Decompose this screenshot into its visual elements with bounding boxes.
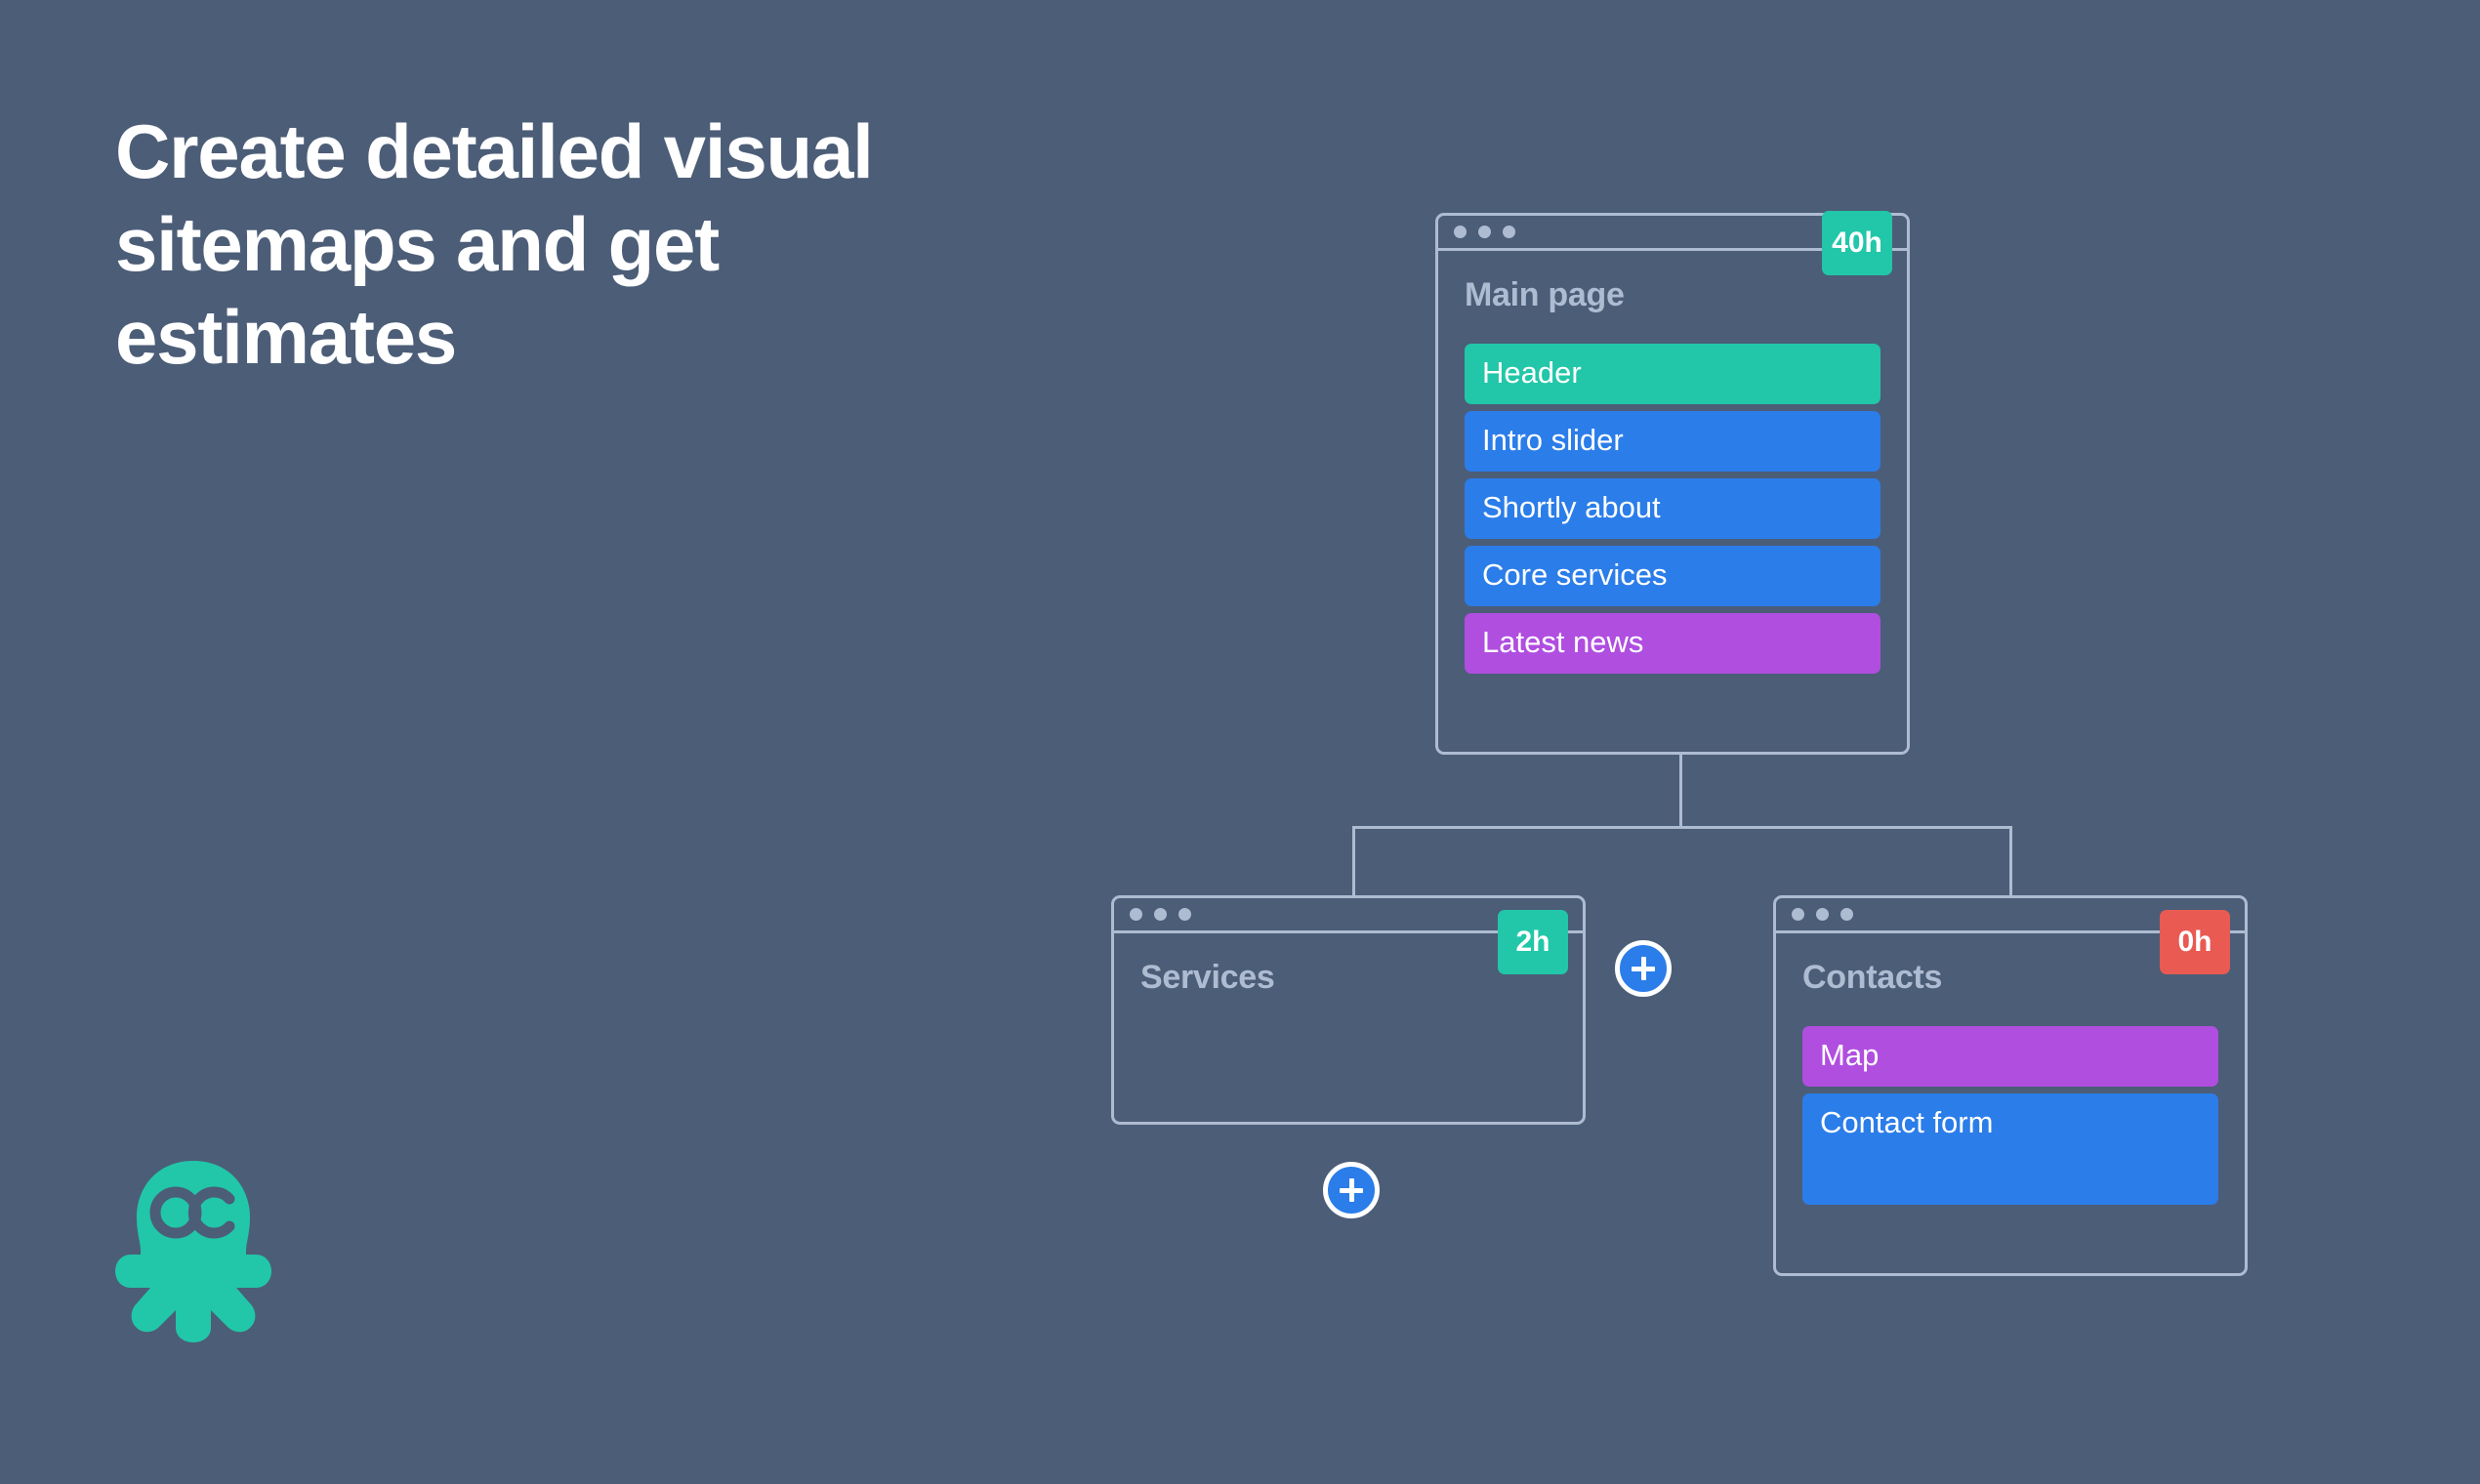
connector-trunk <box>1679 755 1682 829</box>
section-list: Header Intro slider Shortly about Core s… <box>1465 344 1881 674</box>
section-row[interactable]: Intro slider <box>1465 411 1881 472</box>
sitemap-node-services[interactable]: Services <box>1111 895 1586 1125</box>
connector-branch-services <box>1352 826 1355 897</box>
window-dot-icon <box>1503 226 1515 238</box>
headline-line-2: sitemaps and get <box>115 201 720 288</box>
window-dot-icon <box>1454 226 1467 238</box>
section-row[interactable]: Header <box>1465 344 1881 404</box>
estimate-badge-main-page: 40h <box>1822 211 1892 275</box>
window-dot-icon <box>1478 226 1491 238</box>
window-dot-icon <box>1792 908 1804 921</box>
section-row[interactable]: Latest news <box>1465 613 1881 674</box>
node-title: Services <box>1140 959 1275 996</box>
sitemap-node-contacts[interactable]: Contacts Map Contact form <box>1773 895 2248 1276</box>
estimate-badge-label: 0h <box>2177 926 2212 958</box>
estimate-badge-label: 40h <box>1832 227 1882 259</box>
add-child-page-button[interactable] <box>1323 1162 1380 1218</box>
card-titlebar <box>1114 898 1583 933</box>
card-titlebar <box>1438 216 1907 251</box>
window-dot-icon <box>1178 908 1191 921</box>
card-body: Main page Header Intro slider Shortly ab… <box>1438 251 1907 752</box>
window-dot-icon <box>1840 908 1853 921</box>
window-dot-icon <box>1130 908 1142 921</box>
plus-icon <box>1348 1178 1354 1202</box>
headline-line-1: Create detailed visual <box>115 108 874 194</box>
estimate-badge-contacts: 0h <box>2160 910 2230 974</box>
plus-icon <box>1640 957 1646 980</box>
card-body: Services <box>1114 933 1583 1122</box>
octopus-logo <box>115 1157 271 1342</box>
section-list: Map Contact form <box>1802 1026 2218 1205</box>
estimate-badge-services: 2h <box>1498 910 1568 974</box>
card-body: Contacts Map Contact form <box>1776 933 2245 1273</box>
connector-bus <box>1352 826 2012 829</box>
estimate-badge-label: 2h <box>1515 926 1550 958</box>
sitemap-node-main-page[interactable]: Main page Header Intro slider Shortly ab… <box>1435 213 1910 755</box>
window-dot-icon <box>1154 908 1167 921</box>
section-row[interactable]: Core services <box>1465 546 1881 606</box>
card-titlebar <box>1776 898 2245 933</box>
headline-line-3: estimates <box>115 294 457 381</box>
node-title: Main page <box>1465 276 1625 313</box>
add-sibling-page-button[interactable] <box>1615 940 1672 997</box>
section-row[interactable]: Contact form <box>1802 1093 2218 1205</box>
connector-branch-contacts <box>2009 826 2012 897</box>
section-row[interactable]: Shortly about <box>1465 478 1881 539</box>
section-row[interactable]: Map <box>1802 1026 2218 1087</box>
node-title: Contacts <box>1802 959 1943 996</box>
page-title: Create detailed visual sitemaps and get … <box>115 105 1228 384</box>
window-dot-icon <box>1816 908 1829 921</box>
